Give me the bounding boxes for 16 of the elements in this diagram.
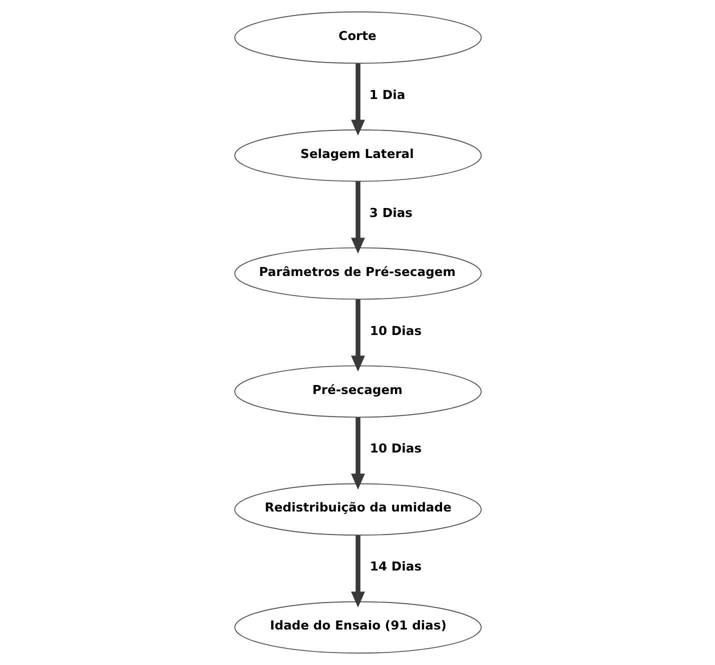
node-ellipse: Selagem Lateral [234, 129, 482, 182]
arrow [350, 417, 364, 490]
node-ellipse: Parâmetros de Pré-secagem [234, 247, 482, 300]
edge-label: 14 Dias [369, 560, 422, 574]
edge-label: 1 Dia [368, 88, 405, 102]
arrow [350, 299, 364, 372]
edge-label: 10 Dias [369, 324, 422, 338]
edge-label: 3 Dias [368, 206, 412, 220]
node-ellipse: Pré-secagem [234, 365, 482, 418]
arrow [350, 535, 364, 608]
arrow [350, 181, 364, 254]
node-ellipse: Redistribuição da umidade [234, 483, 482, 536]
node-ellipse: Idade do Ensaio (91 dias) [234, 601, 482, 654]
arrow [350, 63, 364, 136]
node-ellipse: Corte [234, 11, 482, 64]
edge-label: 10 Dias [369, 442, 422, 456]
